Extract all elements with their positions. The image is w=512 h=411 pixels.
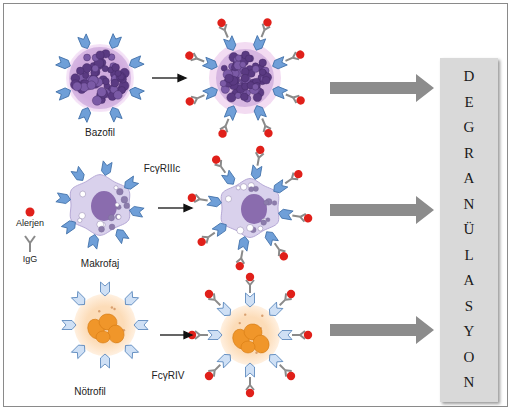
legend-label: IgG <box>23 254 38 264</box>
basophil-cell <box>209 42 281 114</box>
grey-arrows <box>330 74 434 344</box>
receptor-label: FcγRIIIc <box>144 163 181 174</box>
receptors <box>62 282 148 368</box>
vertical-label: DEGRANÜLASYON <box>462 64 476 396</box>
receptors <box>187 145 313 271</box>
thin-arrows <box>152 75 192 339</box>
macrophage-cell <box>70 175 130 236</box>
macrophage-cell <box>221 179 279 238</box>
receptors <box>188 273 312 397</box>
result-box: DEGRANÜLASYON <box>440 58 498 402</box>
receptors <box>56 161 144 249</box>
basophil-cell <box>66 44 134 112</box>
cell-label: Bazofil <box>85 127 115 138</box>
legend-symbols <box>25 208 35 253</box>
cell-label: Nötrofil <box>74 386 106 397</box>
frame <box>4 4 508 407</box>
legend-label: Alerjen <box>16 218 44 228</box>
allergen-symbol <box>26 208 35 217</box>
receptors <box>56 34 145 123</box>
receptor-label: FcγRIV <box>152 370 185 381</box>
igg-symbol <box>25 236 35 252</box>
receptors <box>184 17 306 139</box>
cell-label: Makrofaj <box>81 258 119 269</box>
